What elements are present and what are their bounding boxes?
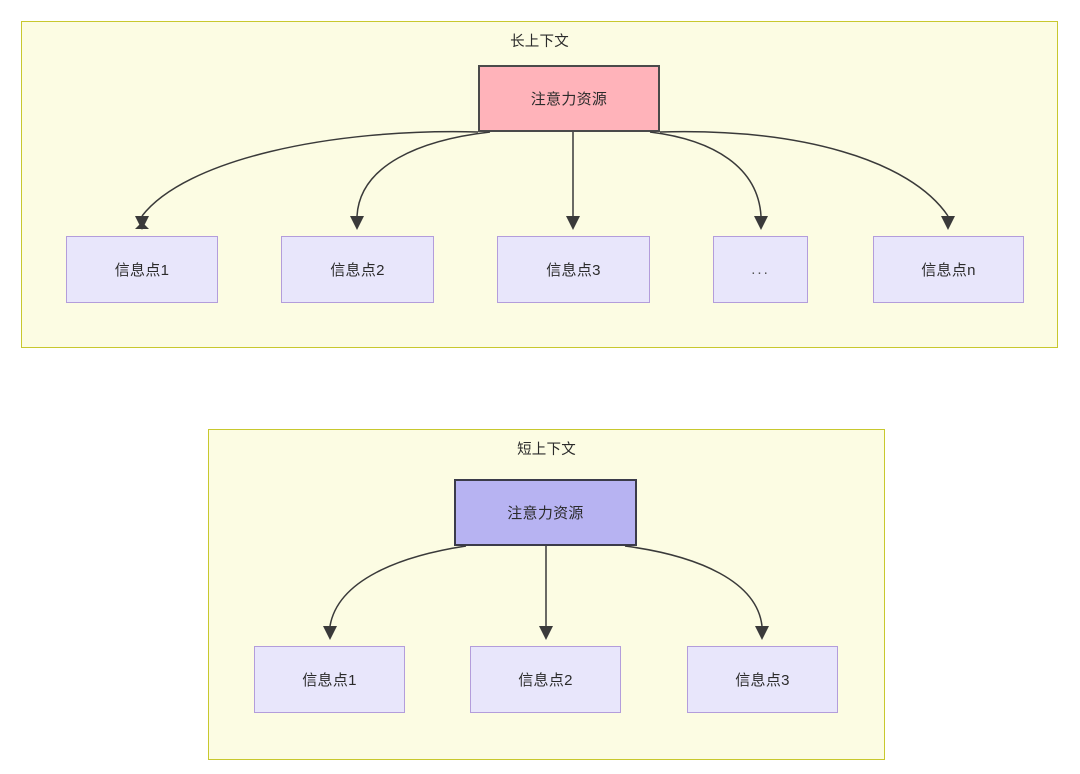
node-label: 注意力资源 — [530, 91, 608, 108]
node-attention-resource-long[interactable]: 注意力资源 — [478, 65, 660, 132]
node-info-point-3-short[interactable]: 信息点3 — [687, 646, 838, 713]
node-label: 信息点2 — [518, 672, 573, 689]
node-label: 信息点2 — [330, 262, 385, 279]
node-info-point-3-long[interactable]: 信息点3 — [497, 236, 650, 303]
node-info-point-1-long[interactable]: 信息点1 — [66, 236, 218, 303]
node-label: 信息点1 — [114, 262, 170, 279]
node-label: 信息点3 — [735, 672, 790, 689]
node-info-point-2-short[interactable]: 信息点2 — [470, 646, 621, 713]
group-short-context-title: 短上下文 — [517, 442, 576, 458]
node-info-point-n-long[interactable]: 信息点n — [873, 236, 1024, 303]
node-label: 信息点3 — [546, 262, 601, 279]
node-attention-resource-short[interactable]: 注意力资源 — [454, 479, 637, 546]
node-info-point-ellipsis-long[interactable]: ... — [713, 236, 808, 303]
node-label: 注意力资源 — [507, 505, 584, 522]
node-label: 信息点1 — [302, 672, 357, 689]
node-label: 信息点n — [921, 262, 976, 279]
node-info-point-2-long[interactable]: 信息点2 — [281, 236, 434, 303]
group-long-context-title: 长上下文 — [510, 34, 569, 50]
node-label: ... — [751, 261, 770, 278]
node-info-point-1-short[interactable]: 信息点1 — [254, 646, 405, 713]
